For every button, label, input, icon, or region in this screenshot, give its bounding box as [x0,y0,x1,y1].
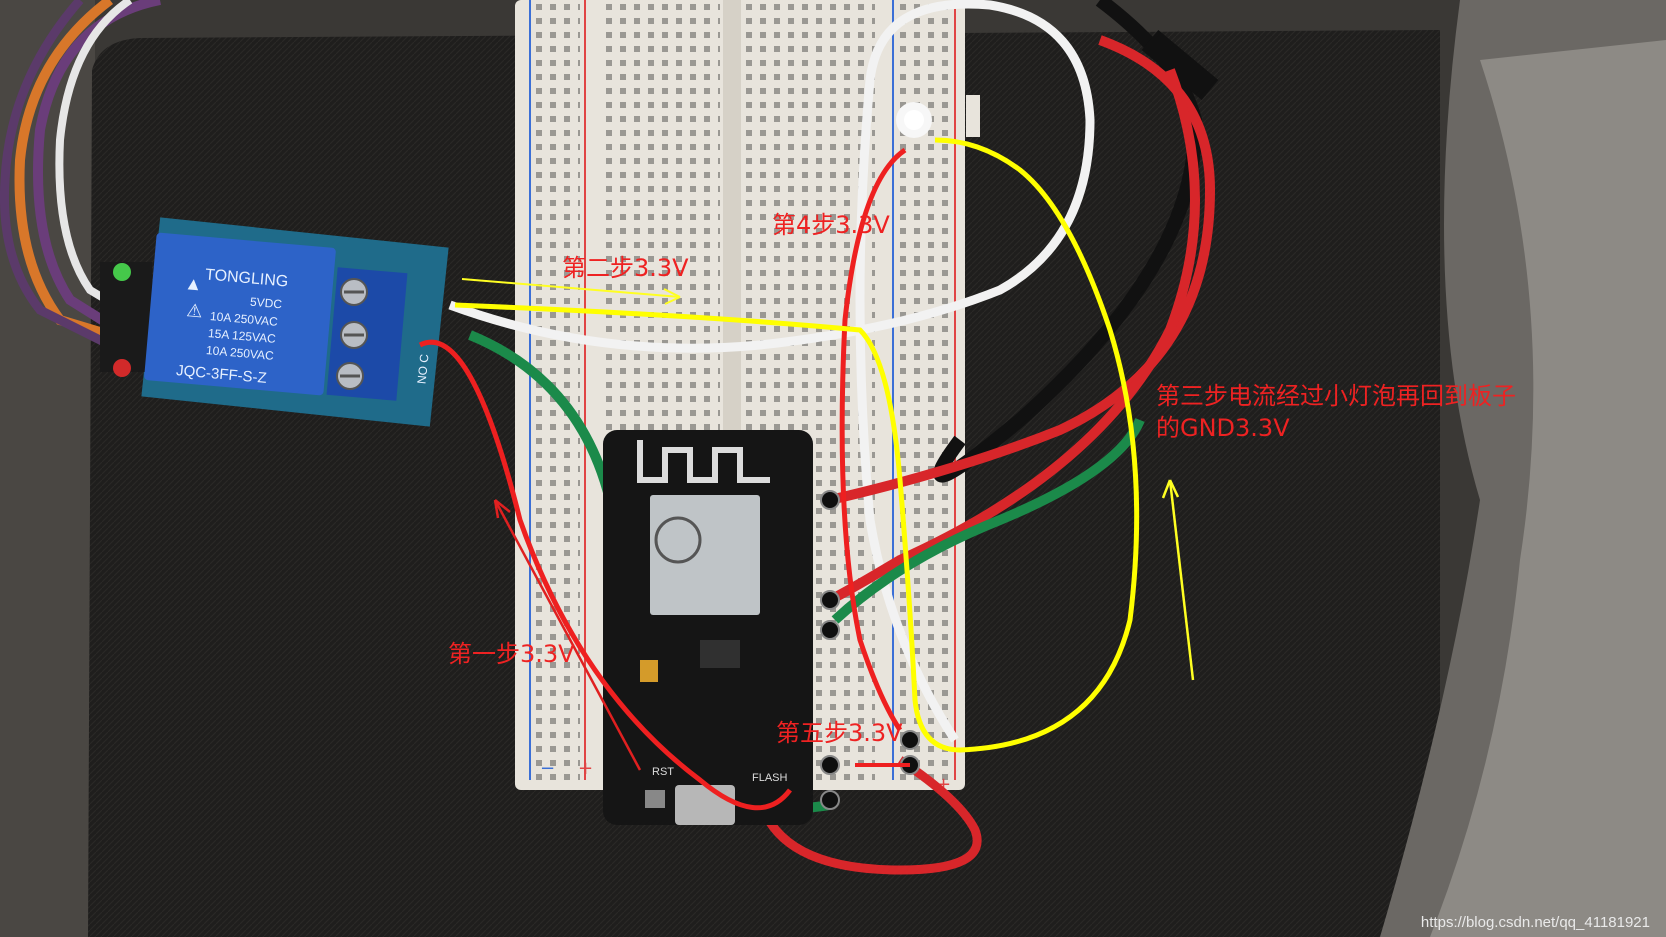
nodemcu-board [603,430,813,825]
annotation-step1: 第一步3.3V [448,640,575,668]
esp-shield [650,495,760,615]
left-edge-surface [0,0,95,937]
relay-voltage-label: 5VDC [249,294,283,312]
red-led [113,359,131,377]
svg-text:⚠: ⚠ [186,300,204,321]
cloth-highlight [1430,40,1666,937]
watermark: https://blog.csdn.net/qq_41181921 [1420,914,1650,931]
annotation-step3-line2: 的GND3.3V [1156,414,1290,442]
flash-label: FLASH [752,772,788,784]
white-wire [448,0,1095,743]
green-wire-2 [831,417,1145,624]
orange-wire [14,0,114,340]
yellow-arrow-step2 [461,278,681,298]
red-arrow-step1 [493,499,642,771]
reset-label: RST [652,766,674,778]
yellow-current-path [454,137,1140,753]
purple-wire-2 [0,0,113,350]
annotation-step4: 第4步3.3V [772,211,890,239]
white-wire-left [55,0,133,309]
red-path-step4 [839,147,907,732]
svg-text:−: − [540,758,555,779]
red-wire-2 [827,68,1200,605]
green-led [113,263,131,281]
relay-module: ▲ ⚠ [100,217,449,427]
svg-text:+: + [578,758,593,779]
annotation-step3-line1: 第三步电流经过小灯泡再回到板子 [1156,382,1516,410]
annotation-step2: 第二步3.3V [562,254,689,282]
yellow-arrow-step3 [1168,479,1195,681]
red-path-step1 [418,339,792,811]
svg-text:▲: ▲ [184,273,204,294]
usb-port [675,785,735,825]
annotation-step5: 第五步3.3V [776,719,903,747]
